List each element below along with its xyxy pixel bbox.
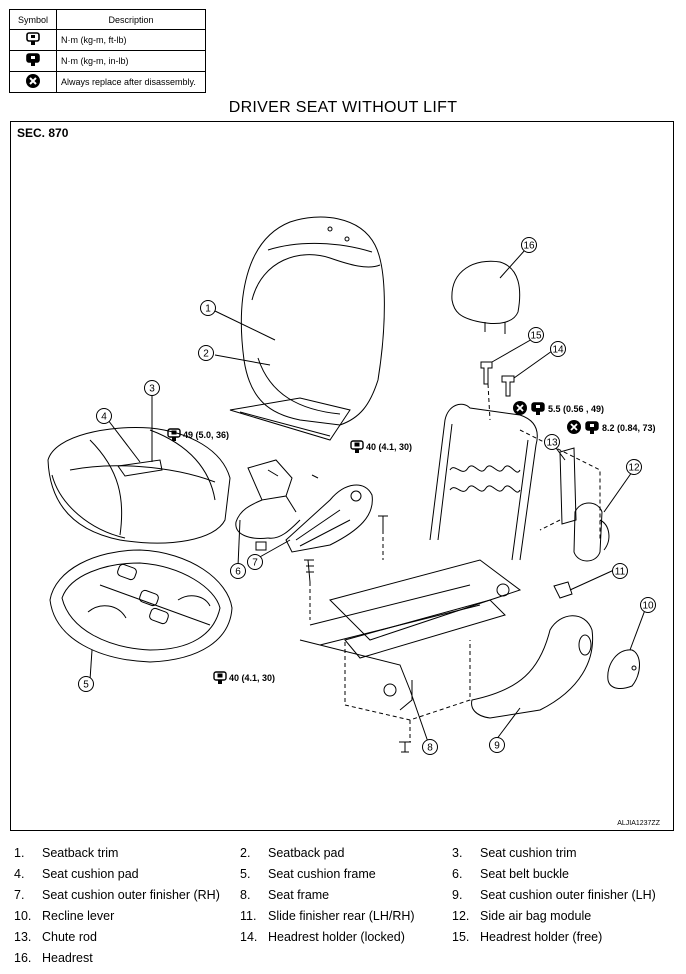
headrest-holders-drawing	[480, 361, 515, 397]
parts-list-item: 11.Slide finisher rear (LH/RH)	[240, 909, 415, 923]
diagram-title: DRIVER SEAT WITHOUT LIFT	[228, 99, 458, 116]
svg-text:12: 12	[628, 463, 640, 474]
chute-rod-drawing	[559, 447, 577, 525]
callout-9: 9	[489, 737, 505, 753]
seatback-drawing	[229, 216, 385, 441]
headrest-drawing	[451, 260, 521, 334]
callout-15: 15	[528, 327, 544, 343]
svg-text:5.5 (0.56 , 49): 5.5 (0.56 , 49)	[548, 404, 604, 414]
image-code: ALJIA1237ZZ	[617, 820, 660, 827]
callout-markers: 1 2 3 4 5 6 7 8 9 10 11 12 13 14 15 16	[78, 237, 656, 755]
callout-4: 4	[96, 408, 112, 424]
torque-wrench-fine-icon	[585, 421, 599, 434]
parts-list-item: 8.Seat frame	[240, 888, 330, 902]
parts-list-item: 12.Side air bag module	[452, 909, 592, 923]
legend-row: N·m (kg-m, in-lb)	[9, 50, 206, 72]
torque-spec: 40 (4.1, 30)	[350, 440, 412, 453]
callout-13: 13	[544, 434, 560, 450]
svg-text:6: 6	[235, 567, 241, 578]
torque-spec: 40 (4.1, 30)	[213, 671, 275, 684]
callout-10: 10	[640, 597, 656, 613]
callout-16: 16	[521, 237, 537, 253]
torque-wrench-icon	[213, 671, 227, 684]
symbol-legend-table: Symbol Description N·m (kg-m, ft-lb) N·m…	[9, 9, 206, 93]
diagram-frame	[10, 121, 674, 831]
parts-list-item: 9.Seat cushion outer finisher (LH)	[452, 888, 656, 902]
torque-wrench-icon	[350, 440, 364, 453]
callout-7: 7	[247, 554, 263, 570]
legend-row-text: Always replace after disassembly.	[56, 71, 206, 93]
svg-text:13: 13	[546, 438, 558, 449]
parts-list-item: 1.Seatback trim	[14, 846, 119, 860]
replace-x-icon	[567, 420, 581, 434]
torque-spec: 5.5 (0.56 , 49)	[513, 401, 604, 415]
torque-spec: 49 (5.0, 36)	[167, 428, 229, 441]
svg-text:9: 9	[494, 741, 500, 752]
svg-text:7: 7	[252, 558, 258, 569]
svg-text:15: 15	[530, 331, 542, 342]
torque-specs: 49 (5.0, 36) 40 (4.1, 30) 40 (4.1, 30)	[167, 401, 656, 684]
seat-frame-drawing	[299, 403, 538, 711]
parts-list-item: 10.Recline lever	[14, 909, 115, 923]
bolt-drawings	[304, 515, 411, 753]
torque-wrench-fine-icon	[26, 53, 40, 66]
torque-wrench-icon	[167, 428, 181, 441]
parts-list-item: 4.Seat cushion pad	[14, 867, 139, 881]
seat-cushion-frame-drawing	[49, 549, 233, 663]
torque-wrench-icon	[26, 32, 40, 45]
outer-finisher-lh-drawing	[471, 615, 594, 719]
svg-text:4: 4	[101, 412, 107, 423]
svg-text:10: 10	[642, 601, 654, 612]
recline-lever-drawing	[607, 649, 640, 689]
callout-leaders	[89, 249, 646, 743]
parts-list-item: 15.Headrest holder (free)	[452, 930, 603, 944]
slide-finisher-drawing	[553, 581, 573, 599]
callout-8: 8	[422, 739, 438, 755]
svg-text:16: 16	[523, 241, 535, 252]
callout-14: 14	[550, 341, 566, 357]
callout-12: 12	[626, 459, 642, 475]
seat-cushion-drawing	[47, 427, 231, 544]
side-air-bag-drawing	[573, 502, 610, 562]
svg-text:11: 11	[615, 567, 626, 578]
svg-text:5: 5	[83, 680, 89, 691]
seat-belt-buckle-drawing	[235, 459, 301, 551]
svg-text:2: 2	[203, 349, 209, 360]
outer-finisher-rh-drawing	[285, 474, 373, 553]
svg-text:3: 3	[149, 384, 155, 395]
torque-wrench-fine-icon	[531, 402, 545, 415]
replace-x-icon	[26, 74, 40, 88]
parts-list-item: 3.Seat cushion trim	[452, 846, 577, 860]
callout-1: 1	[200, 300, 216, 316]
parts-list-item: 5.Seat cushion frame	[240, 867, 376, 881]
svg-text:8.2 (0.84, 73): 8.2 (0.84, 73)	[602, 423, 656, 433]
legend-header-row: Symbol Description	[9, 9, 206, 30]
svg-text:8: 8	[427, 743, 433, 754]
parts-list-item: 2.Seatback pad	[240, 846, 345, 860]
svg-text:1: 1	[205, 304, 211, 315]
replace-x-icon	[513, 401, 527, 415]
svg-text:40 (4.1, 30): 40 (4.1, 30)	[229, 673, 275, 683]
callout-11: 11	[612, 563, 628, 579]
parts-list-item: 14.Headrest holder (locked)	[240, 930, 405, 944]
callout-3: 3	[144, 380, 160, 396]
parts-list-item: 16.Headrest	[14, 951, 93, 965]
torque-spec: 8.2 (0.84, 73)	[567, 420, 656, 434]
parts-list-item: 7.Seat cushion outer finisher (RH)	[14, 888, 220, 902]
callout-6: 6	[230, 563, 246, 579]
callout-2: 2	[198, 345, 214, 361]
callout-5: 5	[78, 676, 94, 692]
parts-list-item: 6.Seat belt buckle	[452, 867, 569, 881]
parts-list-item: 13.Chute rod	[14, 930, 97, 944]
legend-row: Always replace after disassembly.	[9, 71, 206, 93]
svg-text:49 (5.0, 36): 49 (5.0, 36)	[183, 430, 229, 440]
section-label: SEC. 870	[17, 126, 69, 140]
svg-text:14: 14	[552, 345, 564, 356]
svg-text:40 (4.1, 30): 40 (4.1, 30)	[366, 442, 412, 452]
